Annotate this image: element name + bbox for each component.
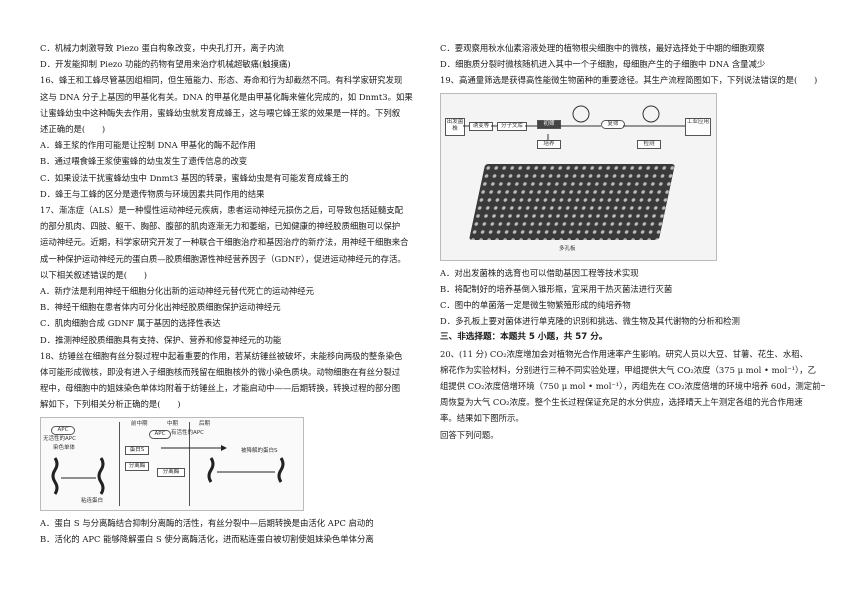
multiwell-plate [468,163,676,240]
text-line: 周恢复为大气 CO₂浓度。整个生长过程保证充足的水分供应，选择晴天上午测定各组的… [440,397,803,408]
text-line: B．活化的 APC 能够降解蛋白 S 使分离酶活化，进而粘连蛋白被切割使姐妹染色… [40,533,374,544]
text-line: B．通过喂食蜂王浆使蜜蜂的幼虫发生了遗传信息的改变 [40,156,248,167]
divider-line [119,421,120,506]
text-line: A．新疗法是利用神经干细胞分化出新的运动神经元替代死亡的运动神经元 [40,286,315,297]
scale-up-box: 工业应用 [685,117,711,136]
flow-arrows [463,105,685,140]
left-text-block-bottom: A．蛋白 S 与分离酶结合抑制分离酶的活性，有丝分裂中—后期转换是由活化 APC… [40,515,425,547]
detection-box: 检测 [637,139,661,149]
left-column: C．机械力刺激导致 Piezo 蛋白构象改变，中央孔打开，离子内流 D．开发能抑制… [40,40,425,547]
text-line: 组提供 CO₂浓度倍增环境（750 μ mol • mol⁻¹），丙组先在 CO… [440,381,825,392]
plate-caption: 多孔板 [559,245,576,252]
divider-line [189,421,190,506]
text-line: D．蜂王与工蜂的区分是遗传物质与环境因素共同作用的结果 [40,188,265,199]
right-options-block: A．对出发菌株的选育也可以借助基因工程等技术实现 B．将配制好的培养基倒入锥形瓶，… [440,265,825,330]
screening-flow-diagram: 出发菌株 诱变等 分子文库 初筛 复筛 工业应用 培养 检测 多孔板 [440,92,717,261]
culture-box: 培养 [537,139,561,149]
screening-box: 初筛 [537,119,561,129]
text-line: 以下相关叙述错误的是( ) [40,269,148,280]
apc-box: APC [51,425,75,435]
text-line: 述正确的是( ) [40,124,106,135]
text-line: 解如下，下列相关分析正确的是( ) [40,399,181,410]
text-line: C．机械力刺激导致 Piezo 蛋白构象改变，中央孔打开，离子内流 [40,43,284,53]
text-line: 的部分肌肉、四肢、躯干、胸部、腹部的肌肉逐渐无力和萎缩，已知健康的神经胶质细胞可… [40,221,401,232]
text-line: 体可能形成微核，即没有进入子细胞核而残留在细胞核外的微小染色质块。动物细胞在有丝… [40,367,401,378]
start-strain-box: 出发菌株 [445,117,465,136]
text-line: 率。结果如下图所示。 [440,413,524,424]
active-apc-box: APC [149,429,171,439]
chromosome-graphic [51,444,285,495]
text-line: C．图中的单菌落一定是微生物繁殖形成的纯培养物 [440,300,631,311]
text-line: 运动神经元。近期，科学家研究开发了一种联合干细胞治疗和基因治疗的新疗法，用神经干… [40,237,409,248]
stage-metaphase-label: 中期 [167,420,179,427]
text-line: 18、纺锤丝在细胞有丝分裂过程中起着重要的作用，若某纺锤丝被破坏，未能移向两极的… [40,350,403,361]
stage-prometaphase-label: 前中期 [131,420,148,427]
text-line: 20、(11 分) CO₂浓度增加会对植物光合作用速率产生影响。研究人员以大豆、… [440,348,809,359]
chromatid-label: 染色单体 [53,444,76,451]
text-line: 这与 DNA 分子上基因的甲基化有关。DNA 的甲基化是由甲基化酶来催化完成的，… [40,91,413,102]
text-line: 16、蜂王和工蜂尽管基因组相同，但生殖能力、形态、寿命和行为却截然不同。有科学家… [40,75,403,86]
text-line: D．多孔板上要对菌体进行单克隆的识别和挑选、微生物及其代谢物的分析和检测 [440,316,740,327]
text-line: C．要观察用秋水仙素溶液处理的植物根尖细胞中的微核，最好选择处于中期的细胞观察 [440,43,765,53]
rescreen-box: 复筛 [601,119,625,129]
right-column: C．要观察用秋水仙素溶液处理的植物根尖细胞中的微核，最好选择处于中期的细胞观察 D… [440,40,825,443]
stage-anaphase-label: 后期 [199,420,211,427]
separase-box-2: 分离酶 [157,467,185,477]
protein-s-box: 蛋白S [125,445,149,455]
active-apc-label: 有活性的APC [171,429,204,436]
text-line: D．推测神经胶质细胞具有支持、保护、营养和修复神经元的功能 [40,334,282,345]
text-line: 回答下列问题。 [440,429,499,440]
text-line: 棉花作为实验材料，分别进行三种不同实验处理，甲组提供大气 CO₂浓度（375 μ… [440,364,816,375]
text-line: 成一种保护运动神经元的蛋白质—胶质细胞源性神经营养因子（GDNF），促进运动神经… [40,253,406,264]
left-text-block: C．机械力刺激导致 Piezo 蛋白构象改变，中央孔打开，离子内流 D．开发能抑制… [40,40,425,413]
text-line: B．神经干细胞在患者体内可分化出神经胶质细胞保护运动神经元 [40,302,281,313]
mitosis-diagram: 前中期 中期 后期 APC 无活性的APC 染色单体 蛋白S 分离酶 分离酶 A… [40,416,304,511]
text-line: D．开发能抑制 Piezo 功能的药物有望用来治疗机械超敏痛(触摸痛) [40,59,291,70]
right-text-block: C．要观察用秋水仙素溶液处理的植物根尖细胞中的微核，最好选择处于中期的细胞观察 D… [440,40,825,89]
text-line: C．肌肉细胞合成 GDNF 属于基因的选择性表达 [40,318,221,329]
text-line: 19、高通量筛选是获得高性能微生物菌种的重要途径。其生产流程简图如下，下列说法错… [440,75,818,86]
cohesin-label: 粘连蛋白 [81,497,104,504]
right-question-block: 20、(11 分) CO₂浓度增加会对植物光合作用速率产生影响。研究人员以大豆、… [440,346,825,443]
text-line: 17、渐冻症（ALS）是一种慢性运动神经元疾病，患者运动神经元损伤之后，可导致包… [40,205,404,216]
text-line: A．对出发菌株的选育也可以借助基因工程等技术实现 [440,267,639,278]
text-line: D．细胞质分裂时微核随机进入其中一个子细胞，母细胞产生的子细胞中 DNA 含量减… [440,59,766,70]
text-line: C．如果设法干扰蜜蜂幼虫中 Dnmt3 基因的转录，蜜蜂幼虫是有可能发育成蜂王的 [40,172,349,183]
text-line: A．蜂王浆的作用可能是让控制 DNA 甲基化的酶不起作用 [40,140,256,151]
inactive-apc-label: 无活性的APC [43,435,76,442]
separase-box: 分离酶 [125,461,149,471]
text-line: A．蛋白 S 与分离酶结合抑制分离酶的活性，有丝分裂中—后期转换是由活化 APC… [40,517,374,528]
degraded-s-label: 被降解的蛋白S [241,447,278,454]
text-line: B．将配制好的培养基倒入锥形瓶，宜采用干热灭菌法进行灭菌 [440,283,673,294]
section-heading: 三、非选择题：本题共 5 小题，共 57 分。 [440,332,608,343]
text-line: 让蜜蜂幼虫中这种酶失去作用，蜜蜂幼虫就发育成蜂王，这与喂它蜂王浆的效果是一样的。… [40,107,401,118]
text-line: 程中，母细胞中的姐妹染色单体均附着于纺锤丝上，才能启动中——后期转换，转换过程的… [40,383,401,394]
